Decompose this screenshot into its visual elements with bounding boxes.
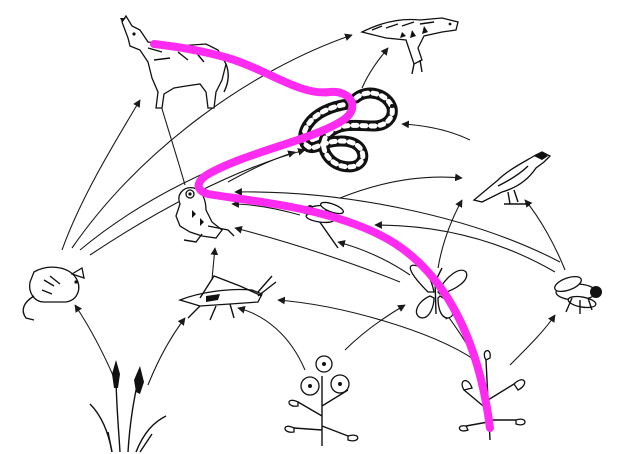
- arrow-wheat-to-grasshopper: [148, 318, 185, 385]
- arrow-snake-to-hawk: [362, 48, 388, 88]
- wheat-icon: [90, 360, 166, 452]
- wolf-icon: [120, 16, 228, 108]
- arrow-shrub-to-fly: [510, 315, 555, 365]
- bird-icon: [474, 152, 550, 204]
- mouse-icon: [23, 267, 84, 320]
- arrow-flower-to-butterfly: [345, 305, 405, 350]
- hawk-icon: [362, 18, 458, 74]
- arrow-dragonfly-to-bird: [340, 177, 462, 198]
- arrow-bird-to-snake: [402, 124, 470, 140]
- arrow-wheat-to-mouse: [75, 305, 115, 380]
- grasshopper-icon: [180, 276, 276, 320]
- arrow-flower-to-grasshopper: [238, 308, 305, 370]
- arrow-grasshopper-to-frog: [212, 248, 215, 280]
- flowering-plant-icon: [285, 356, 358, 446]
- arrow-mouse-to-wolf: [62, 100, 140, 250]
- fly-icon: [553, 274, 602, 314]
